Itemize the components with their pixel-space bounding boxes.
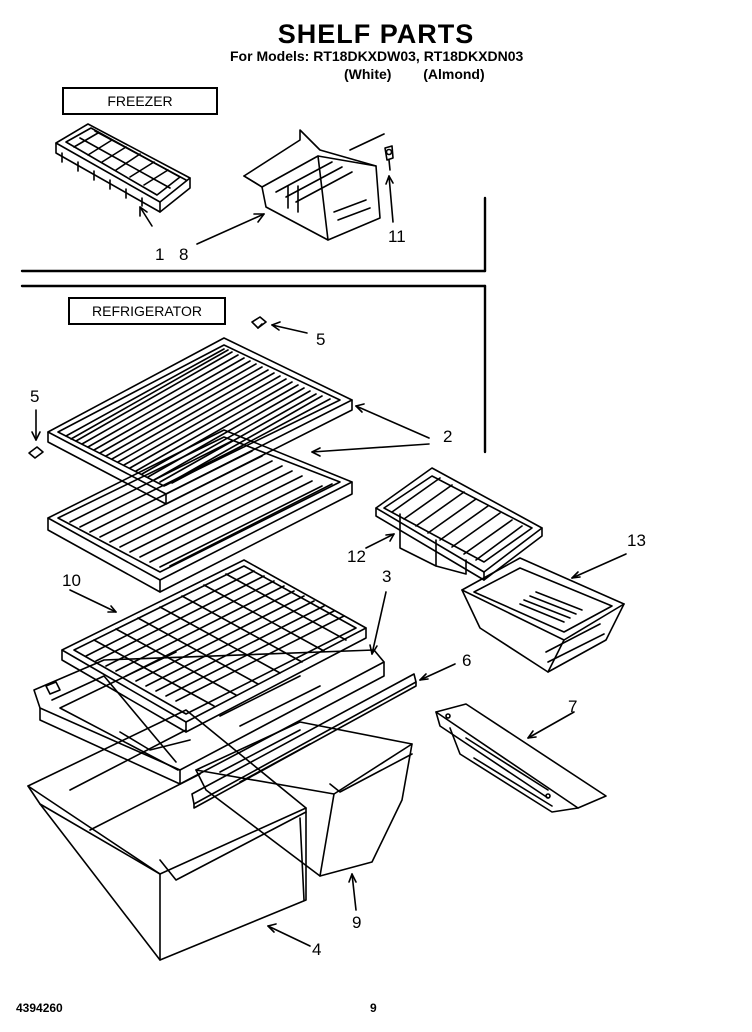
crisper-cover-grille-part	[61, 559, 367, 733]
page-number: 9	[370, 1001, 377, 1015]
shelf-stop-right-part	[251, 316, 267, 329]
shelf-stop-left-part	[28, 446, 44, 459]
callout-6: 6	[462, 651, 471, 670]
refrigerator-section-label: REFRIGERATOR	[68, 297, 226, 325]
callout-line-7	[527, 711, 575, 739]
callout-line-2-b	[311, 443, 430, 453]
callout-line-4	[267, 925, 311, 947]
page-title: SHELF PARTS	[277, 19, 475, 49]
pan-track-part	[435, 703, 607, 813]
callout-line-9	[351, 873, 357, 911]
callout-line-5-right	[271, 324, 308, 334]
callout-8: 8	[179, 245, 188, 264]
callout-line-11	[388, 175, 394, 223]
callout-line-2-a	[355, 405, 430, 439]
callout-9: 9	[352, 913, 361, 932]
model-colors: (White) (Almond)	[344, 66, 485, 82]
color-white-label: (White)	[344, 66, 392, 82]
callout-5-right: 5	[316, 330, 325, 349]
callout-line-6	[419, 663, 456, 681]
meat-pan-part	[461, 557, 625, 673]
callout-12: 12	[347, 547, 366, 566]
callout-line-13	[571, 553, 627, 579]
callout-11: 11	[388, 227, 406, 246]
callout-line-3	[371, 591, 387, 655]
freezer-shelf-part	[243, 129, 385, 241]
callout-2: 2	[443, 427, 452, 446]
callout-3: 3	[382, 567, 391, 586]
models-line: For Models: RT18DKXDW03, RT18DKXDN03	[230, 48, 524, 64]
callout-1: 1	[155, 245, 164, 264]
freezer-section-label: FREEZER	[62, 87, 218, 115]
upper-shelf-part	[47, 337, 353, 505]
document-number: 4394260	[16, 1001, 63, 1015]
right-crisper-drawer-part	[195, 721, 413, 877]
callout-13: 13	[627, 531, 646, 550]
callout-line-12	[365, 533, 395, 549]
lower-shelf-part	[47, 429, 353, 593]
callout-5-left: 5	[30, 387, 39, 406]
color-almond-label: (Almond)	[423, 66, 485, 82]
meat-pan-cover-part	[375, 467, 543, 581]
callout-7: 7	[568, 697, 577, 716]
screw-part	[384, 145, 394, 171]
left-crisper-drawer-part	[27, 709, 307, 961]
ice-tray-part	[55, 123, 191, 213]
callout-10: 10	[62, 571, 81, 590]
callout-4: 4	[312, 940, 321, 959]
callout-line-1	[139, 206, 153, 227]
callout-line-8	[196, 213, 265, 245]
callout-line-10	[69, 589, 117, 613]
